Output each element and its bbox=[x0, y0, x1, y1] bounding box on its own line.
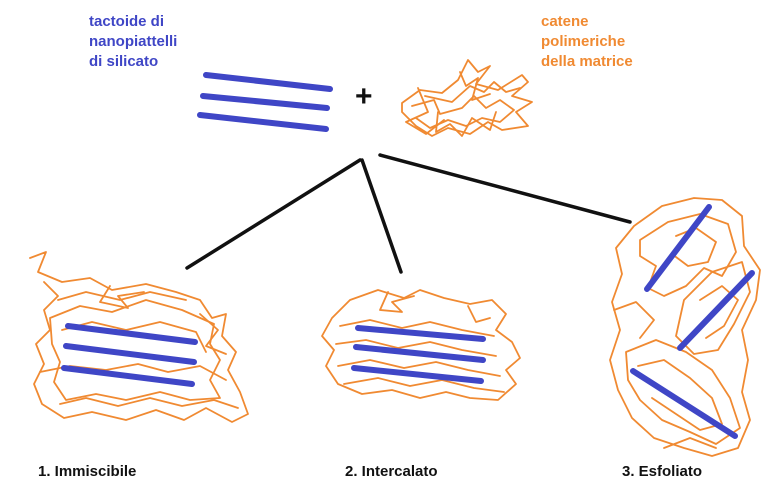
platelet bbox=[356, 347, 483, 360]
platelet bbox=[200, 115, 326, 129]
tactoid-label-line: di silicato bbox=[89, 52, 177, 72]
platelet bbox=[203, 96, 327, 108]
platelets-immiscible bbox=[64, 326, 195, 384]
polymer-chains-label-line: catene bbox=[541, 12, 633, 32]
polymer-chains-label-line: polimeriche bbox=[541, 32, 633, 52]
platelet bbox=[206, 75, 330, 89]
polymer-chains-intercalated bbox=[322, 290, 520, 400]
platelets-intercalated bbox=[354, 328, 483, 381]
connector-to-exfoliated bbox=[380, 155, 630, 222]
plus-sign: + bbox=[355, 82, 373, 112]
polymer-chains-top bbox=[402, 60, 532, 136]
outcome-label-exfoliated: 3. Esfoliato bbox=[622, 462, 702, 482]
connector-to-immiscible bbox=[187, 160, 360, 268]
tactoid-label-line: tactoide di bbox=[89, 12, 177, 32]
polymer-chains-label-line: della matrice bbox=[541, 52, 633, 72]
tactoid-platelets bbox=[200, 75, 330, 129]
tactoid-label-line: nanopiattelli bbox=[89, 32, 177, 52]
connector-lines bbox=[187, 155, 630, 272]
tactoid-label: tactoide di nanopiattelli di silicato bbox=[89, 12, 177, 72]
polymer-chains-label: catene polimeriche della matrice bbox=[541, 12, 633, 72]
platelets-exfoliated bbox=[633, 207, 752, 436]
platelet bbox=[66, 346, 194, 362]
connector-to-intercalated bbox=[362, 160, 401, 272]
outcome-label-intercalated: 2. Intercalato bbox=[345, 462, 438, 482]
outcome-label-immiscible: 1. Immiscibile bbox=[38, 462, 136, 482]
